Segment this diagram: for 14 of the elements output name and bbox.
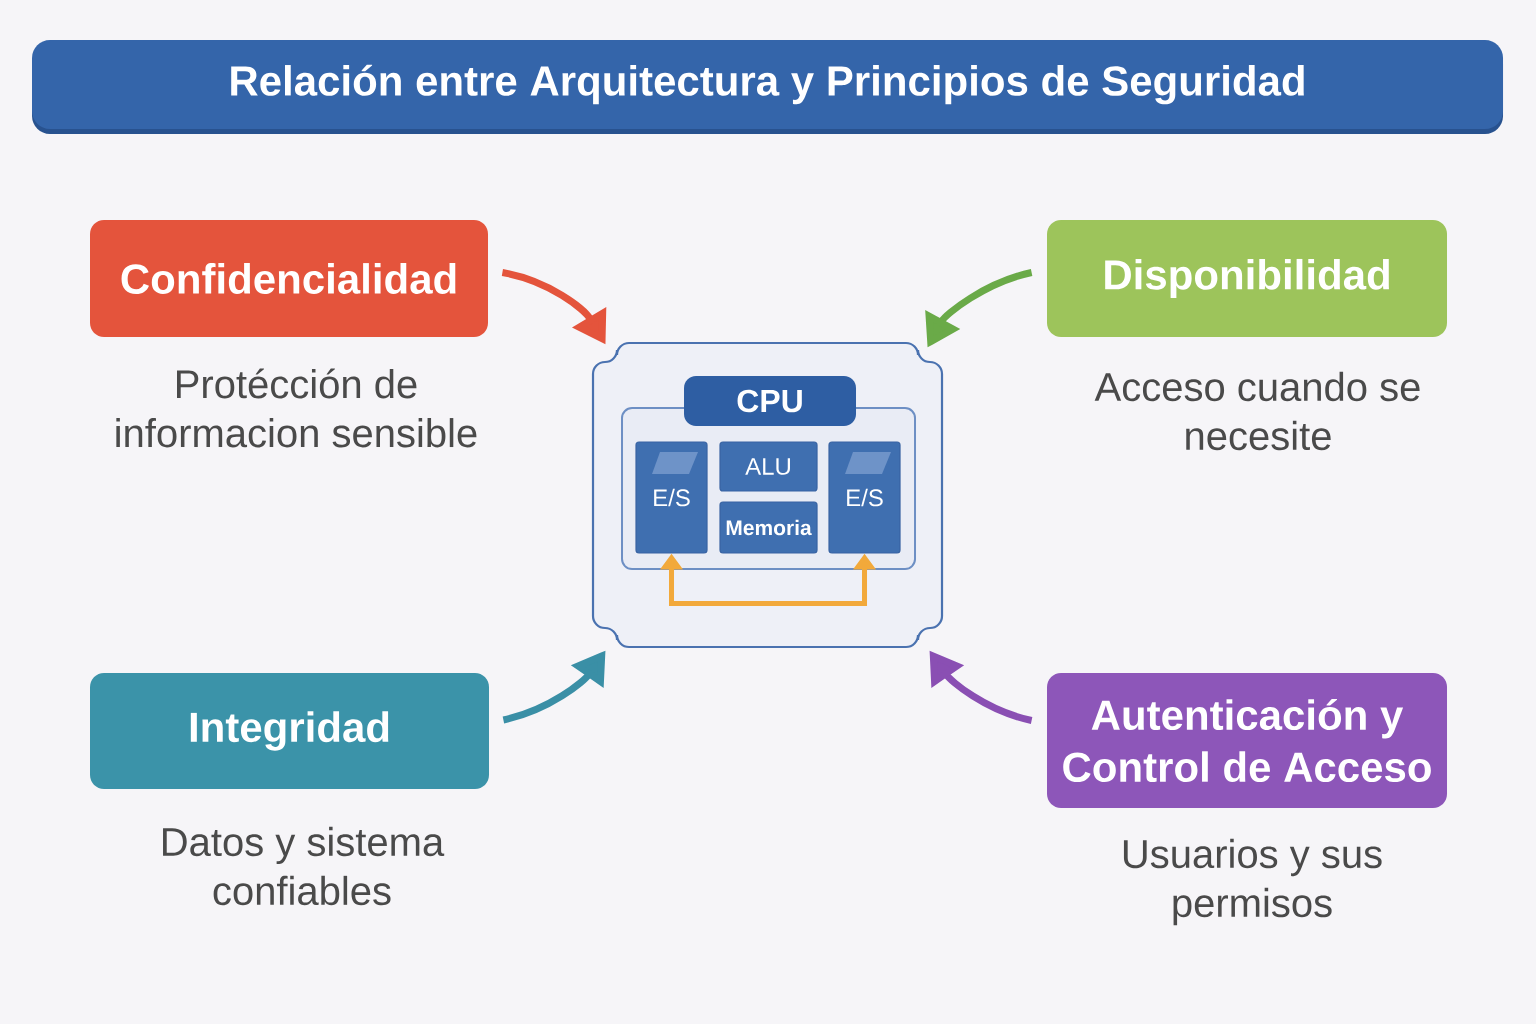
heading-box: Autenticación y Control de Acceso (1047, 673, 1447, 808)
heading-box: Integridad (90, 673, 489, 789)
module-box: ALU (719, 441, 818, 492)
heading-box: Confidencialidad (90, 220, 488, 337)
module-box: E/S (828, 441, 901, 554)
description: Datos y sistema confiables (163, 826, 445, 906)
heading-box: Disponibilidad (1047, 220, 1447, 337)
description: Acceso cuando se necesite (1094, 371, 1420, 451)
description: Usuarios y sus permisos (1123, 838, 1382, 926)
description: Protécción de informacion sensible (116, 368, 477, 448)
header-tab: CPU (684, 376, 856, 426)
title-banner: Relación entre Arquitectura y Principios de Seguridad (32, 40, 1503, 134)
module-box: Memoria (719, 501, 818, 554)
module-box: E/S (635, 441, 708, 554)
